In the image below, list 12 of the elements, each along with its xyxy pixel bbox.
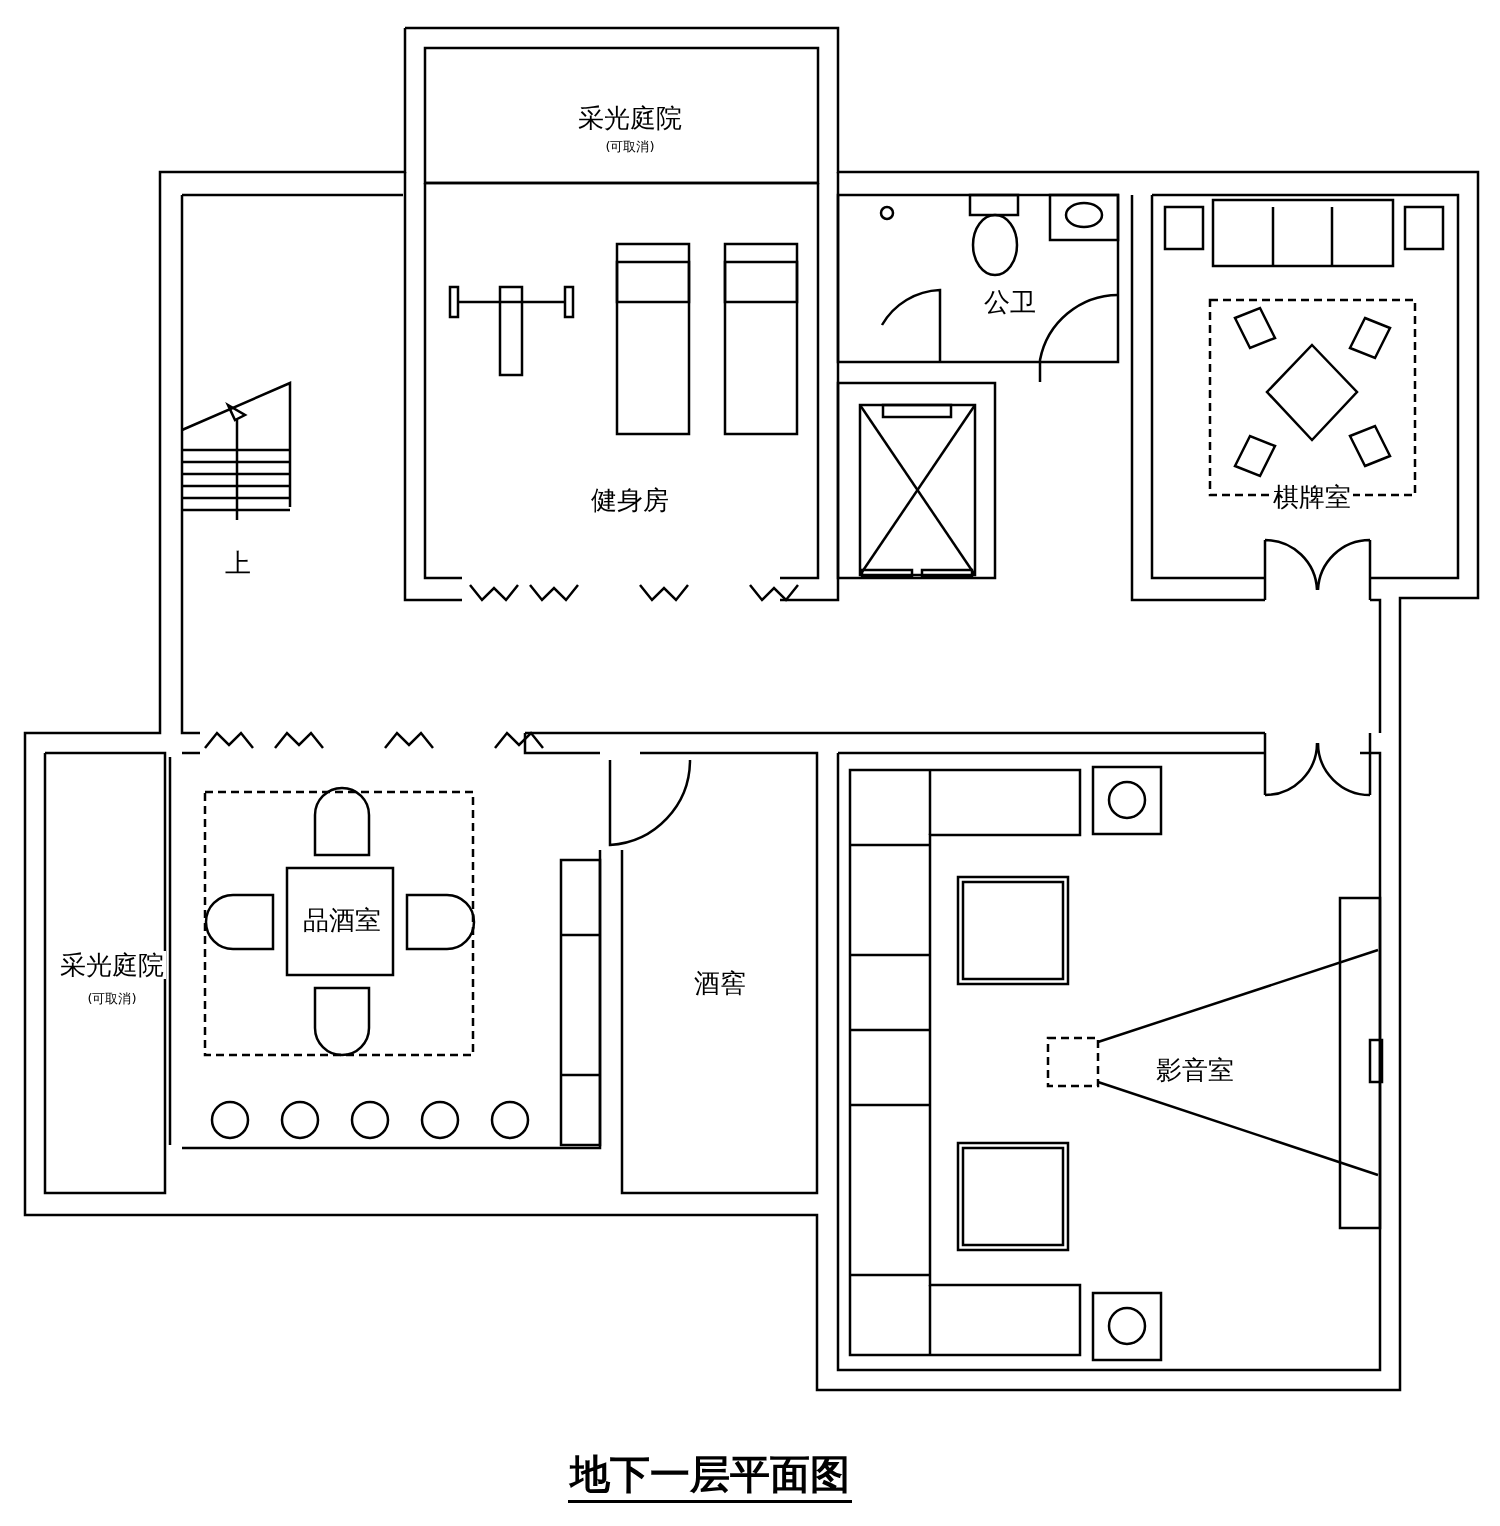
- room-label: 公卫: [982, 288, 1038, 316]
- room-label: 品酒室: [301, 906, 383, 934]
- room-label: 影音室: [1154, 1056, 1236, 1084]
- room-note: (可取消): [603, 138, 657, 154]
- plan-title: 地下一层平面图: [568, 1453, 852, 1503]
- room-label: 健身房: [589, 486, 671, 514]
- room-label: 棋牌室: [1271, 483, 1353, 511]
- room-label: 酒窖: [692, 969, 748, 997]
- room-label: 采光庭院: [576, 104, 684, 132]
- stair-label: 上: [223, 549, 253, 577]
- room-label: 采光庭院: [58, 951, 166, 979]
- room-note: (可取消): [85, 990, 139, 1006]
